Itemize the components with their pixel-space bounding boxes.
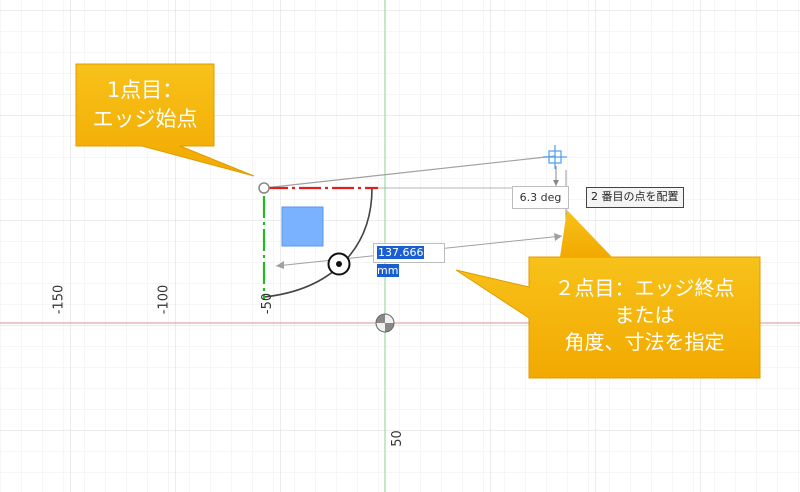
axis-label-50: 50 <box>389 430 405 447</box>
crosshair-cursor-icon <box>543 145 567 169</box>
dimension-arrow-right <box>554 233 562 241</box>
callout-second-line3: 角度、寸法を指定 <box>564 330 725 354</box>
dimension-arrow-left <box>276 261 284 269</box>
callout-second-line1: ２点目：エッジ終点 <box>554 276 735 300</box>
arc-midpoint-icon[interactable] <box>327 252 351 276</box>
placement-tooltip: 2 番目の点を配置 <box>586 187 684 208</box>
axis-label-neg150: -150 <box>51 284 67 315</box>
callout-second-point-text: ２点目：エッジ終点 または 角度、寸法を指定 <box>529 275 760 356</box>
callout-second-line2: または <box>614 303 675 327</box>
angle-arrow-head <box>553 180 559 186</box>
selection-square <box>281 206 324 247</box>
angle-input[interactable]: 6.3 deg <box>512 186 569 209</box>
length-input[interactable]: 137.666 mm <box>373 243 445 277</box>
origin-icon[interactable] <box>375 313 395 333</box>
start-point-marker[interactable] <box>258 182 270 194</box>
axis-label-neg100: -100 <box>156 284 172 315</box>
callout-second-point <box>455 210 761 379</box>
callout-first-point <box>75 63 255 177</box>
callout-first-line1: 1点目： <box>106 78 184 102</box>
angle-guide-line <box>263 155 556 189</box>
axis-label-neg50: -50 <box>260 292 276 315</box>
callout-first-point-text: 1点目： エッジ始点 <box>76 76 214 134</box>
callout-first-line2: エッジ始点 <box>92 107 198 131</box>
